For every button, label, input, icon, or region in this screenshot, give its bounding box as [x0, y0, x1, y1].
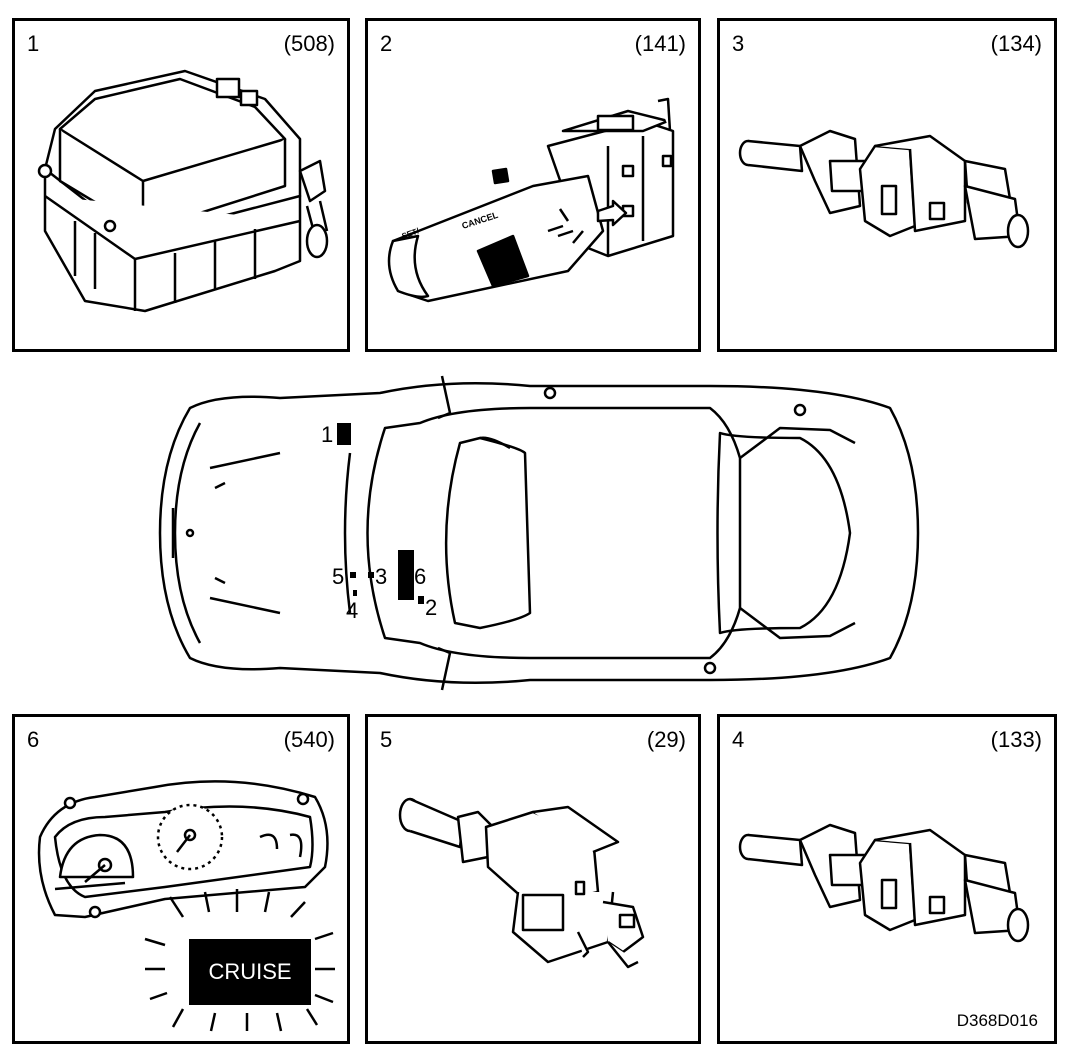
cruise-lamp-background — [189, 939, 311, 1005]
panel-number: 6 — [27, 727, 40, 752]
brake-light-switch-icon — [398, 797, 645, 969]
car-top-view: 1 5 3 4 6 2 — [150, 368, 920, 698]
part-code: (29) — [646, 727, 686, 752]
part-code: (508) — [283, 31, 335, 56]
panel-2-cruise-lever: 2 (141) CANCEL SET/- — [365, 18, 701, 352]
panel-number: 4 — [732, 727, 745, 752]
part-code: (540) — [283, 727, 335, 752]
panel-number: 1 — [27, 31, 40, 56]
marker-1: 1 — [321, 422, 334, 447]
part-code: (133) — [990, 727, 1042, 752]
panel-number: 3 — [732, 31, 745, 56]
pedal-switch-icon — [738, 823, 1030, 943]
part-code: (134) — [990, 31, 1042, 56]
panel-number: 2 — [380, 31, 393, 56]
panel-number: 5 — [380, 727, 393, 752]
marker-6: 6 — [414, 564, 427, 589]
marker-5: 5 — [332, 564, 345, 589]
panel-1-control-module: 1 (508) — [12, 18, 350, 352]
control-module-icon — [37, 69, 329, 313]
panel-6-instrument-cluster: 6 (540) — [12, 714, 350, 1044]
panel-3-pedal-switch: 3 (134) — [717, 18, 1057, 352]
instrument-cluster-icon: CRUISE — [37, 780, 335, 1032]
marker-2: 2 — [425, 595, 438, 620]
panel-4-pedal-switch: 4 (133) D368D016 — [717, 714, 1057, 1044]
car-outline-icon — [158, 375, 920, 691]
figure-code: D368D016 — [956, 1011, 1038, 1030]
cruise-lamp-label: CRUISE — [208, 959, 291, 984]
marker-3: 3 — [375, 564, 388, 589]
panel-5-brake-light-switch: 5 (29) — [365, 714, 701, 1044]
marker-4: 4 — [346, 598, 359, 623]
part-code: (141) — [634, 31, 686, 56]
cruise-lever-switch-icon: CANCEL SET/- — [387, 97, 675, 303]
pedal-switch-icon — [738, 129, 1030, 249]
